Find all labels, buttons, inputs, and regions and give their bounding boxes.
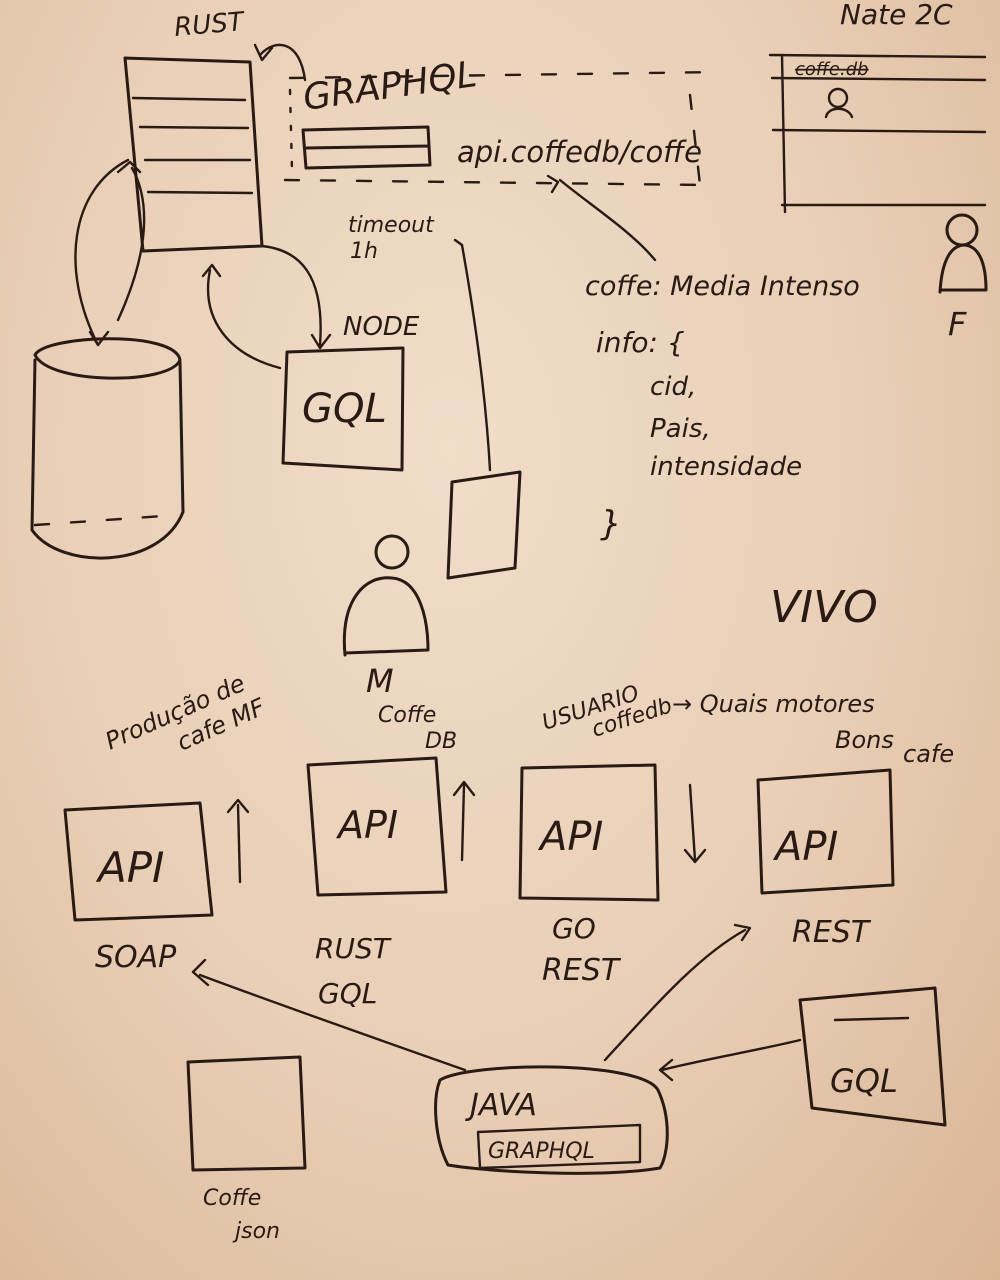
coffe-json-line-2: json xyxy=(232,1219,280,1244)
timeout-value: 1h xyxy=(350,239,378,264)
coffe-db-label: Coffe DB xyxy=(378,703,457,754)
arrow-up-1 xyxy=(226,798,250,884)
quais-line-3: cafe xyxy=(903,740,954,768)
coffe-json-label: Coffe json xyxy=(203,1186,280,1244)
note-avatar-icon xyxy=(824,87,854,119)
json-line-3: cid, xyxy=(650,372,696,402)
api-box-3-label: API xyxy=(537,814,603,860)
note-title: Nate 2C xyxy=(840,0,953,31)
arrow-db-to-rust xyxy=(116,160,146,322)
json-line-2: info: { xyxy=(596,326,685,359)
note-table xyxy=(768,53,987,214)
api-box-2: API xyxy=(306,756,448,897)
quais-label: → Quais motores Bons cafe xyxy=(672,690,954,768)
rust-server-box xyxy=(123,56,264,253)
arrow-rust-to-db xyxy=(74,158,130,347)
timeout-word: timeout xyxy=(348,213,435,238)
quais-line-1: → Quais motores xyxy=(672,690,875,718)
arrow-rust-to-node xyxy=(260,244,332,350)
note-row: coffe.db xyxy=(795,59,869,80)
tech-rest: REST xyxy=(792,915,872,950)
coffe-json-box xyxy=(186,1055,307,1172)
coffe-json-line-1: Coffe xyxy=(203,1186,261,1211)
json-line-5: intensidade xyxy=(650,452,802,482)
tech-gql-rust: GQL xyxy=(318,977,377,1010)
api-box-2-label: API xyxy=(335,803,398,847)
api-box-1: API xyxy=(63,801,214,922)
vivo-title: VIVO xyxy=(770,582,878,633)
database-cylinder xyxy=(30,337,185,560)
arrow-java-to-soap xyxy=(191,958,467,1072)
json-line-4: Pais, xyxy=(650,414,711,444)
rust-label: RUST xyxy=(173,7,247,43)
java-graphql-label: GRAPHQL xyxy=(488,1139,595,1164)
gql-box-bottom xyxy=(798,986,947,1127)
person-m xyxy=(342,534,430,657)
json-line-6: } xyxy=(600,504,622,544)
document-box xyxy=(446,470,522,580)
api-url: api.coffedb/coffe xyxy=(457,135,702,169)
arrow-doc-to-graphql xyxy=(453,238,492,472)
java-graphql-box xyxy=(434,1065,669,1175)
coffe-db-line-1: Coffe xyxy=(378,703,436,728)
arrow-json-to-api xyxy=(546,174,657,262)
arrow-graphql-to-rust xyxy=(253,43,307,82)
usuario-label: USUARIO coffedb xyxy=(539,672,675,756)
person-m-label: M xyxy=(366,662,394,700)
api-box-3: API xyxy=(518,763,660,902)
node-gql-box xyxy=(281,346,405,472)
tech-rest-go: REST xyxy=(542,953,622,988)
timeout-label: timeout 1h xyxy=(348,213,441,264)
arrow-gql-to-java xyxy=(658,1038,802,1082)
person-f xyxy=(938,213,988,294)
api-box-4-label: API xyxy=(772,824,838,870)
quais-line-2: Bons xyxy=(835,726,894,754)
coffee-json-block: coffe: Media Intenso info: { cid, Pais, … xyxy=(585,271,860,544)
tech-rust: RUST xyxy=(315,932,392,965)
graphql-field-box xyxy=(301,125,432,170)
tech-go: GO xyxy=(552,912,596,945)
producao-label: Produção de cafe MF xyxy=(101,665,270,783)
node-gql-text: GQL xyxy=(302,386,387,432)
coffe-db-line-2: DB xyxy=(425,729,457,754)
arrow-java-to-rest xyxy=(603,923,752,1062)
node-label: NODE xyxy=(343,312,420,342)
json-line-1: coffe: Media Intenso xyxy=(585,271,860,302)
graphql-boundary xyxy=(283,70,722,187)
graphql-label: GRAPHQL xyxy=(301,54,480,119)
java-label: JAVA xyxy=(465,1088,537,1123)
api-box-4: API xyxy=(756,768,895,895)
tech-soap: SOAP xyxy=(95,940,177,975)
api-box-1-label: API xyxy=(95,843,164,892)
arrow-up-2 xyxy=(452,780,476,862)
gql-bottom-label: GQL xyxy=(830,1062,898,1100)
person-f-label: F xyxy=(948,305,967,343)
arrow-down-3 xyxy=(683,783,707,864)
arrow-node-to-rust xyxy=(201,263,282,370)
